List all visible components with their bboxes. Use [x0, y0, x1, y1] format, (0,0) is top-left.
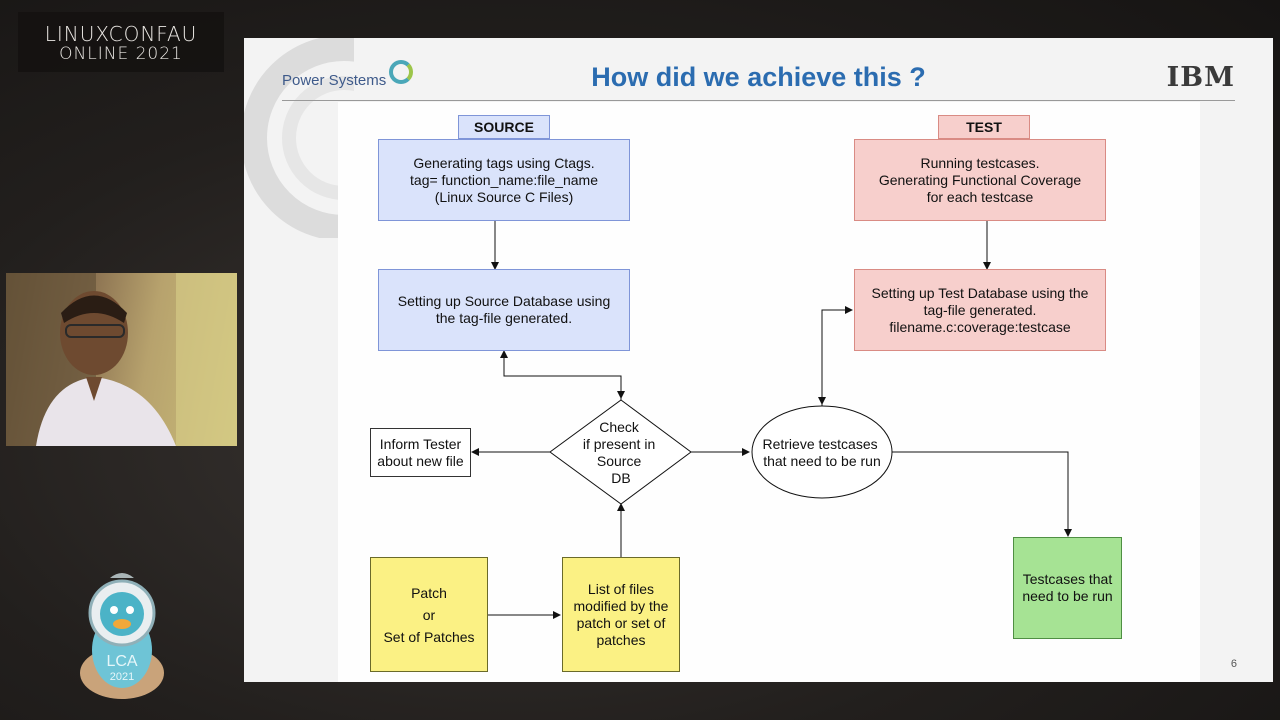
slide-page-number: 6	[1230, 658, 1237, 670]
decision-line-4: DB	[611, 470, 630, 486]
patch-box: Patch or Set of Patches	[370, 557, 488, 672]
arrow-retrieve-to-test-db	[821, 306, 853, 406]
mascot-text-lca: LCA	[106, 653, 137, 670]
testcases-output-box: Testcases that need to be run	[1013, 537, 1122, 639]
retrieve-line-2: that need to be run	[763, 453, 881, 469]
conference-logo-line1: LINUXCONFAU	[44, 22, 198, 46]
source-header: SOURCE	[458, 115, 550, 139]
source-database-box: Setting up Source Database using the tag…	[378, 269, 630, 351]
decision-diamond	[549, 399, 692, 505]
mascot-text-year: 2021	[110, 671, 134, 683]
decision-line-3: Source	[597, 453, 642, 469]
speaker-webcam	[6, 273, 237, 446]
test-header: TEST	[938, 115, 1030, 139]
title-divider	[282, 100, 1235, 101]
inform-tester-box: Inform Tester about new file	[370, 428, 471, 477]
lca-mascot-logo: LCA 2021	[80, 573, 164, 699]
decision-line-1: Check	[599, 419, 640, 435]
presentation-slide: Power Systems How did we achieve this ? …	[244, 38, 1273, 682]
conference-logo: LINUXCONFAU ONLINE 2021	[18, 12, 224, 72]
running-testcases-box: Running testcases. Generating Functional…	[854, 139, 1106, 221]
power-systems-logo-icon	[389, 60, 413, 84]
ibm-logo: IBM	[1166, 62, 1235, 93]
generate-tags-box: Generating tags using Ctags. tag= functi…	[378, 139, 630, 221]
speaker-silhouette	[6, 273, 237, 446]
list-of-files-box: List of files modified by the patch or s…	[562, 557, 680, 672]
conference-logo-line2: ONLINE 2021	[59, 44, 183, 64]
flowchart-connectors: Check if present in Source DB Retrieve t…	[471, 221, 1072, 619]
retrieve-text: Retrieve testcases that need to be run	[762, 436, 881, 469]
arrow-retrieve-to-output	[892, 451, 1072, 537]
decision-text: Check if present in Source DB	[583, 419, 659, 486]
power-systems-logo: Power Systems	[282, 72, 387, 89]
retrieve-ellipse	[751, 405, 893, 499]
retrieve-line-1: Retrieve testcases	[762, 436, 877, 452]
slide-title: How did we achieve this ?	[591, 62, 926, 92]
test-database-box: Setting up Test Database using the tag-f…	[854, 269, 1106, 351]
arrow-check-to-source-db	[500, 350, 622, 400]
decision-line-2: if present in	[583, 436, 655, 452]
